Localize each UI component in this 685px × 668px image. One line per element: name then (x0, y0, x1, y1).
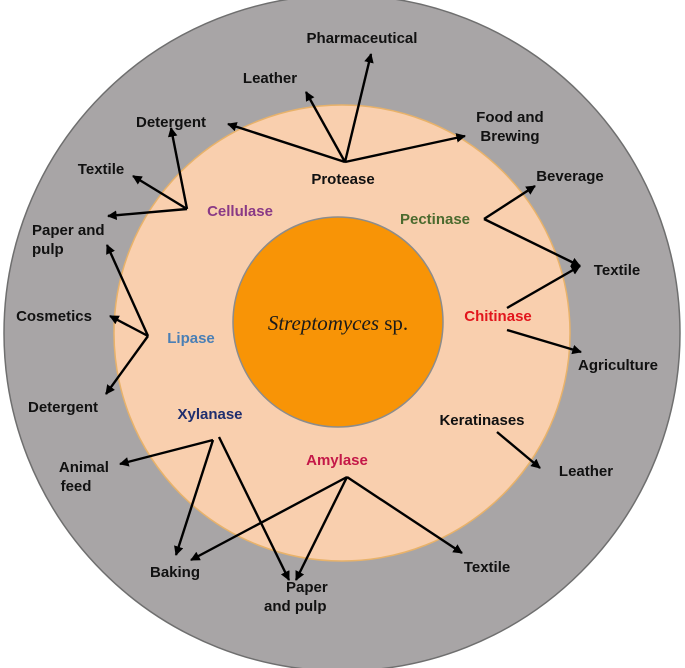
enzyme-cellulase: Cellulase (207, 203, 273, 220)
organism-suffix: sp. (379, 311, 408, 335)
enzyme-pectinase: Pectinase (400, 211, 470, 228)
app-animal-feed: Animal feed (59, 459, 113, 495)
center-organism-label: Streptomyces sp. (268, 311, 408, 335)
app-food-brewing-line2: Brewing (480, 128, 539, 145)
app-textile-right: Textile (594, 262, 640, 279)
enzyme-protease: Protease (311, 171, 374, 188)
app-animal-feed-line1: Animal (59, 459, 109, 476)
arrow-pectinase-textile (483, 217, 581, 268)
app-paper-pulp-bottom-line1: Paper (286, 579, 328, 596)
arrow-chitinase-agriculture (506, 328, 582, 355)
arrow-cellulase-paper (107, 207, 188, 221)
arrow-pectinase-beverage (483, 184, 536, 221)
arrow-xylanase-baking (174, 439, 215, 556)
arrow-xylanase-animal-feed (119, 438, 214, 467)
app-detergent-left: Detergent (28, 399, 98, 416)
organism-name: Streptomyces (268, 311, 379, 335)
enzyme-xylanase: Xylanase (177, 406, 242, 423)
arrow-protease-leather (304, 91, 347, 163)
enzyme-lipase: Lipase (167, 330, 215, 347)
arrow-lipase-detergent (105, 335, 149, 395)
enzyme-chitinase: Chitinase (464, 308, 532, 325)
arrow-amylase-baking (190, 475, 348, 562)
app-leather-right: Leather (559, 463, 613, 480)
arrow-protease-pharmaceutical (343, 53, 374, 163)
app-textile-left: Textile (78, 161, 124, 178)
core-circle (232, 216, 444, 428)
app-animal-feed-line2: feed (61, 478, 92, 495)
arrow-amylase-textile (346, 475, 463, 555)
arrow-cellulase-textile (132, 174, 188, 211)
app-textile-bottom: Textile (464, 559, 510, 576)
enzyme-labels: Protease Cellulase Pectinase Chitinase L… (167, 171, 532, 469)
arrow-chitinase-textile (506, 264, 581, 310)
arrow-protease-food (344, 133, 466, 164)
app-detergent-top: Detergent (136, 114, 206, 131)
arrow-xylanase-paper (217, 436, 291, 581)
app-beverage: Beverage (536, 168, 604, 185)
app-paper-pulp-left-line1: Paper and (32, 222, 105, 239)
arrow-keratinases-leather (496, 431, 541, 469)
app-pharmaceutical: Pharmaceutical (307, 30, 418, 47)
arrow-cellulase-detergent (167, 127, 189, 210)
enzyme-keratinases: Keratinases (439, 412, 524, 429)
app-paper-pulp-bottom: Paper and pulp (264, 579, 332, 615)
app-paper-pulp-left-line2: pulp (32, 241, 64, 258)
app-paper-pulp-left: Paper and pulp (32, 222, 109, 258)
app-leather-top: Leather (243, 70, 297, 87)
arrow-lipase-paper (105, 244, 150, 337)
enzyme-amylase: Amylase (306, 452, 368, 469)
arrows (105, 53, 582, 581)
app-baking: Baking (150, 564, 200, 581)
application-labels: Pharmaceutical Leather Food and Brewing … (16, 30, 658, 615)
app-paper-pulp-bottom-line2: and pulp (264, 598, 327, 615)
arrow-lipase-cosmetics (109, 314, 149, 338)
app-food-brewing-line1: Food and (476, 109, 544, 126)
arrow-protease-detergent (227, 122, 346, 164)
app-agriculture: Agriculture (578, 357, 658, 374)
arrow-amylase-paper (294, 476, 349, 581)
app-food-brewing: Food and Brewing (476, 109, 548, 145)
app-cosmetics: Cosmetics (16, 308, 92, 325)
